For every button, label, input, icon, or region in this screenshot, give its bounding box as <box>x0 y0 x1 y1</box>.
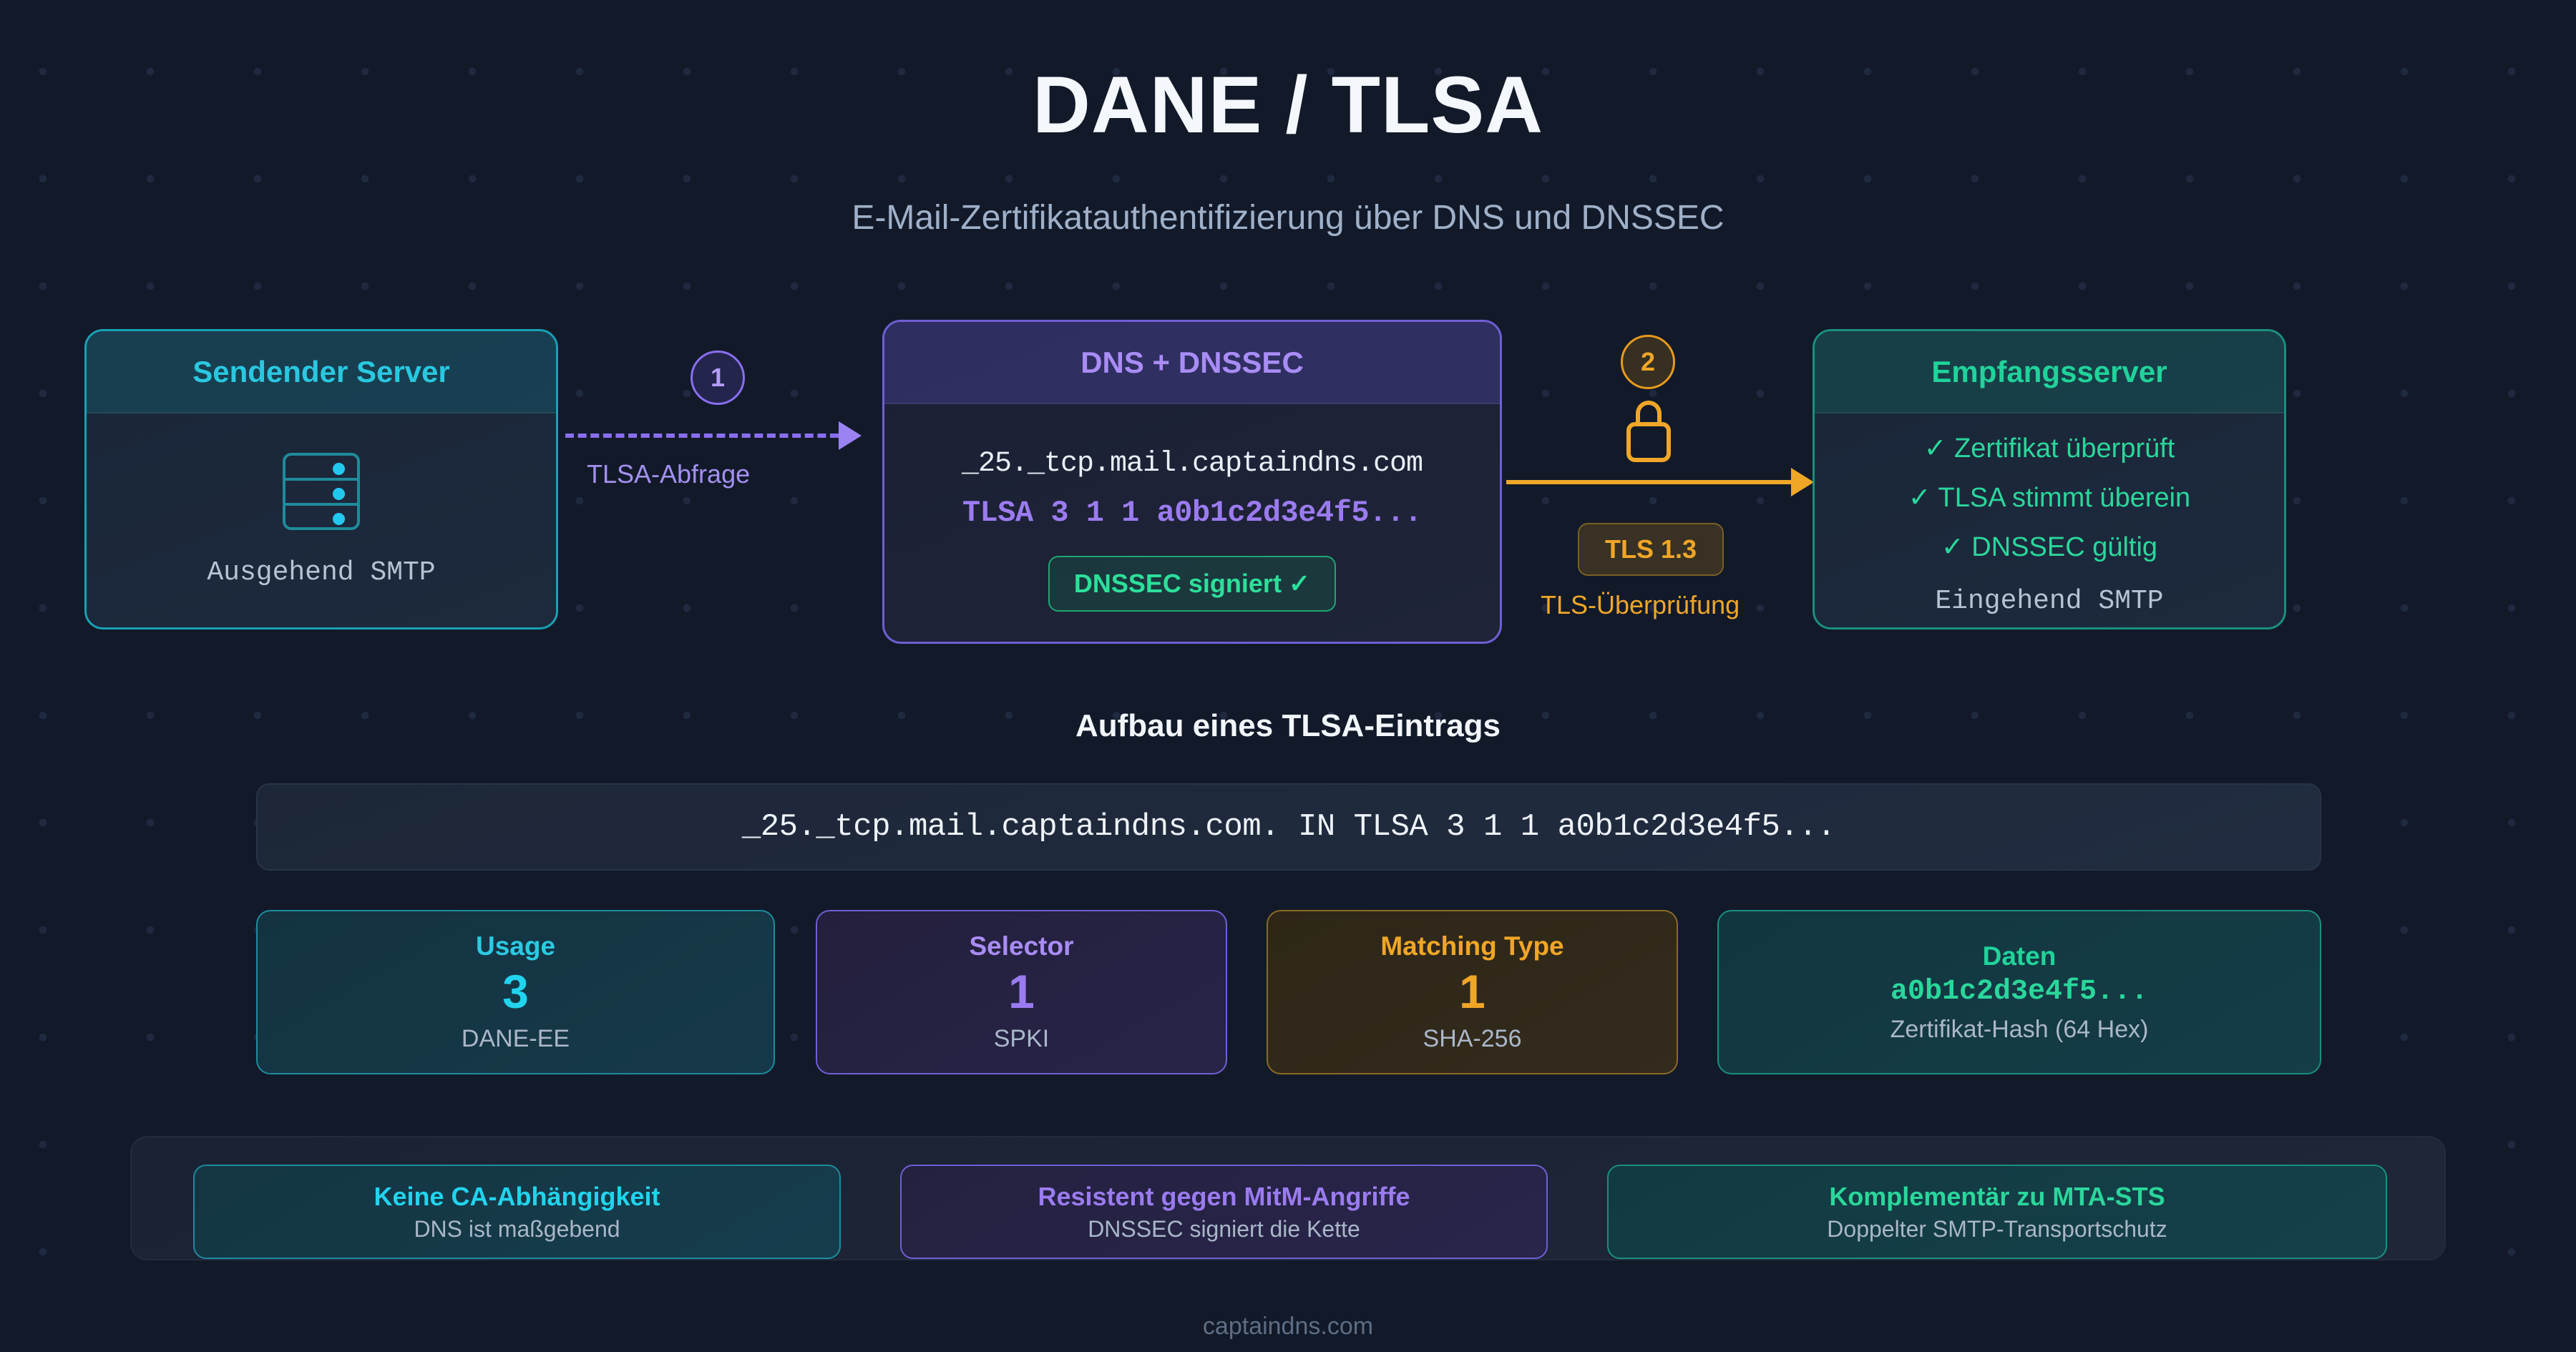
benefit-title: Keine CA-Abhängigkeit <box>374 1181 660 1211</box>
field-title: Matching Type <box>1380 931 1564 961</box>
field-value: 3 <box>502 964 529 1018</box>
benefit-subtitle: DNSSEC signiert die Kette <box>1088 1215 1360 1242</box>
benefit-card-complementary-mta-sts: Komplementär zu MTA-STS Doppelter SMTP-T… <box>1607 1165 2387 1259</box>
tls-verification-connector: 2 TLS 1.3 TLS-Überprüfung <box>1506 325 1821 626</box>
lock-shackle <box>1636 401 1662 426</box>
sender-server-panel: Sendender Server Ausgehend SMTP <box>84 329 558 630</box>
field-value: a0b1c2d3e4f5... <box>1890 975 2149 1008</box>
dnssec-signed-badge: DNSSEC signiert ✓ <box>1048 555 1337 612</box>
rack-divider <box>286 503 357 506</box>
check-item: ✓ DNSSEC gültig <box>1941 532 2158 562</box>
sender-server-title: Sendender Server <box>87 331 556 413</box>
step-1-label: TLSA-Abfrage <box>587 459 751 489</box>
dns-tlsa-record: TLSA 3 1 1 a0b1c2d3e4f5... <box>962 495 1423 530</box>
benefit-subtitle: DNS ist maßgebend <box>414 1215 620 1242</box>
arrow-head-icon <box>1791 468 1814 496</box>
rack-led <box>333 488 345 500</box>
field-card-data: Daten a0b1c2d3e4f5... Zertifikat-Hash (6… <box>1717 910 2321 1074</box>
field-description: SPKI <box>993 1025 1050 1053</box>
tlsa-record-string: _25._tcp.mail.captaindns.com. IN TLSA 3 … <box>256 783 2321 871</box>
record-section-heading: Aufbau eines TLSA-Eintrags <box>1075 708 1501 743</box>
field-description: Zertifikat-Hash (64 Hex) <box>1890 1015 2149 1043</box>
field-description: SHA-256 <box>1423 1025 1522 1053</box>
dns-panel-title: DNS + DNSSEC <box>884 322 1500 404</box>
rack-led <box>333 513 345 525</box>
benefit-title: Resistent gegen MitM-Angriffe <box>1038 1181 1410 1211</box>
footer-attribution: captaindns.com <box>1202 1313 1374 1340</box>
field-card-selector: Selector 1 SPKI <box>816 910 1227 1074</box>
field-title: Usage <box>475 931 556 961</box>
rack-divider <box>286 478 357 481</box>
field-title: Selector <box>969 931 1074 961</box>
field-value: 1 <box>1459 964 1485 1018</box>
field-card-matching-type: Matching Type 1 SHA-256 <box>1267 910 1678 1074</box>
lock-body <box>1626 422 1671 462</box>
field-card-usage: Usage 3 DANE-EE <box>256 910 775 1074</box>
tlsa-query-connector: 1 TLSA-Abfrage <box>565 336 880 489</box>
sender-server-body: Ausgehend SMTP <box>87 413 556 627</box>
step-2-label: TLS-Überprüfung <box>1541 590 1740 619</box>
dns-query-name: _25._tcp.mail.captaindns.com <box>961 447 1423 480</box>
dashed-arrow-line <box>565 433 839 438</box>
receiving-server-body: ✓ Zertifikat überprüft ✓ TLSA stimmt übe… <box>1815 413 2284 627</box>
field-description: DANE-EE <box>461 1025 570 1053</box>
receiving-server-title: Empfangsserver <box>1815 331 2284 413</box>
lock-icon <box>1626 401 1671 462</box>
dns-dnssec-panel: DNS + DNSSEC _25._tcp.mail.captaindns.co… <box>882 320 1502 644</box>
tls-version-badge: TLS 1.3 <box>1578 523 1724 576</box>
benefit-card-no-ca-dependency: Keine CA-Abhängigkeit DNS ist maßgebend <box>193 1165 841 1259</box>
arrow-head-icon <box>839 421 862 450</box>
page-title: DANE / TLSA <box>1032 60 1544 150</box>
step-2-badge: 2 <box>1621 335 1675 389</box>
benefit-subtitle: Doppelter SMTP-Transportschutz <box>1827 1215 2167 1242</box>
receiving-server-panel: Empfangsserver ✓ Zertifikat überprüft ✓ … <box>1813 329 2286 630</box>
rack-led <box>333 463 345 475</box>
receiver-smtp-caption: Eingehend SMTP <box>1935 585 2164 617</box>
check-item: ✓ Zertifikat überprüft <box>1923 433 2175 464</box>
benefit-card-mitm-resistant: Resistent gegen MitM-Angriffe DNSSEC sig… <box>900 1165 1548 1259</box>
dns-panel-body: _25._tcp.mail.captaindns.com TLSA 3 1 1 … <box>884 404 1500 642</box>
field-value: 1 <box>1008 964 1035 1018</box>
sender-smtp-caption: Ausgehend SMTP <box>207 557 436 588</box>
check-item: ✓ TLSA stimmt überein <box>1908 482 2191 513</box>
step-1-badge: 1 <box>691 351 745 405</box>
page-subtitle: E-Mail-Zertifikatauthentifizierung über … <box>852 199 1724 237</box>
server-rack-icon <box>283 453 360 530</box>
solid-arrow-line <box>1506 480 1792 484</box>
benefit-title: Komplementär zu MTA-STS <box>1829 1181 2165 1211</box>
field-title: Daten <box>1982 941 2057 971</box>
